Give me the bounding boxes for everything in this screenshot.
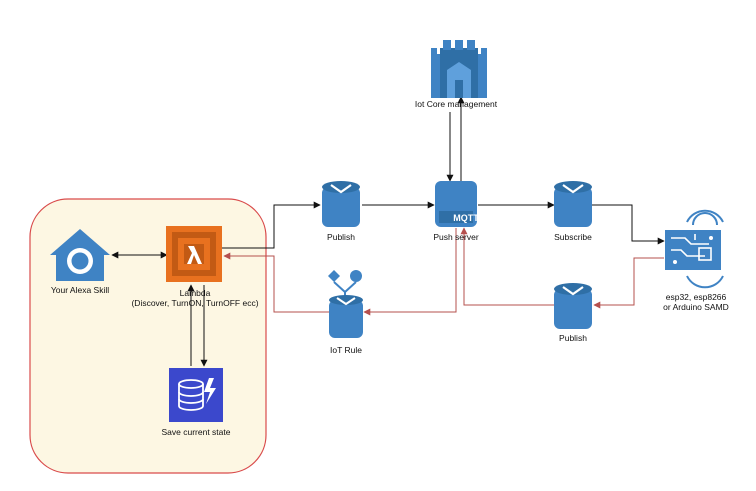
microcontroller-board-icon <box>665 209 724 289</box>
dynamodb-icon <box>169 368 223 422</box>
publish-top-label: Publish <box>327 232 355 242</box>
publish-bottom-label: Publish <box>559 333 587 343</box>
lambda-icon <box>166 226 222 282</box>
connector-pushserver-iotrule <box>363 228 457 316</box>
iot-core-label: Iot Core management <box>415 99 498 109</box>
iot-rule-label: IoT Rule <box>330 345 362 355</box>
lambda-label: Lambda <box>180 288 211 298</box>
alexa-skill-label: Your Alexa Skill <box>51 285 109 295</box>
device-sublabel: or Arduino SAMD <box>663 302 729 312</box>
lambda-sublabel: (Discover, TurnON, TurnOFF ecc) <box>131 298 258 308</box>
publish-bottom-topic-icon <box>554 283 592 329</box>
iot-rule-icon <box>328 270 363 338</box>
connector-device-publish <box>593 257 664 309</box>
subscribe-label: Subscribe <box>554 232 592 242</box>
alexa-home-icon <box>50 229 110 281</box>
mqtt-server-icon <box>435 181 477 227</box>
connector-publish-pushserver-red <box>460 227 554 306</box>
mqtt-badge: MQTT <box>453 213 479 223</box>
push-server-label: Push server <box>433 232 479 242</box>
connector-lambda-publish <box>222 201 321 249</box>
subscribe-topic-icon <box>554 181 592 227</box>
client-region <box>29 198 267 474</box>
connector-subscribe-device <box>592 204 665 245</box>
publish-top-topic-icon <box>322 181 360 227</box>
save-state-label: Save current state <box>162 427 231 437</box>
device-label: esp32, esp8266 <box>666 292 727 302</box>
iot-core-castle-icon <box>431 40 487 98</box>
connector-iotrule-lambda <box>223 252 330 313</box>
